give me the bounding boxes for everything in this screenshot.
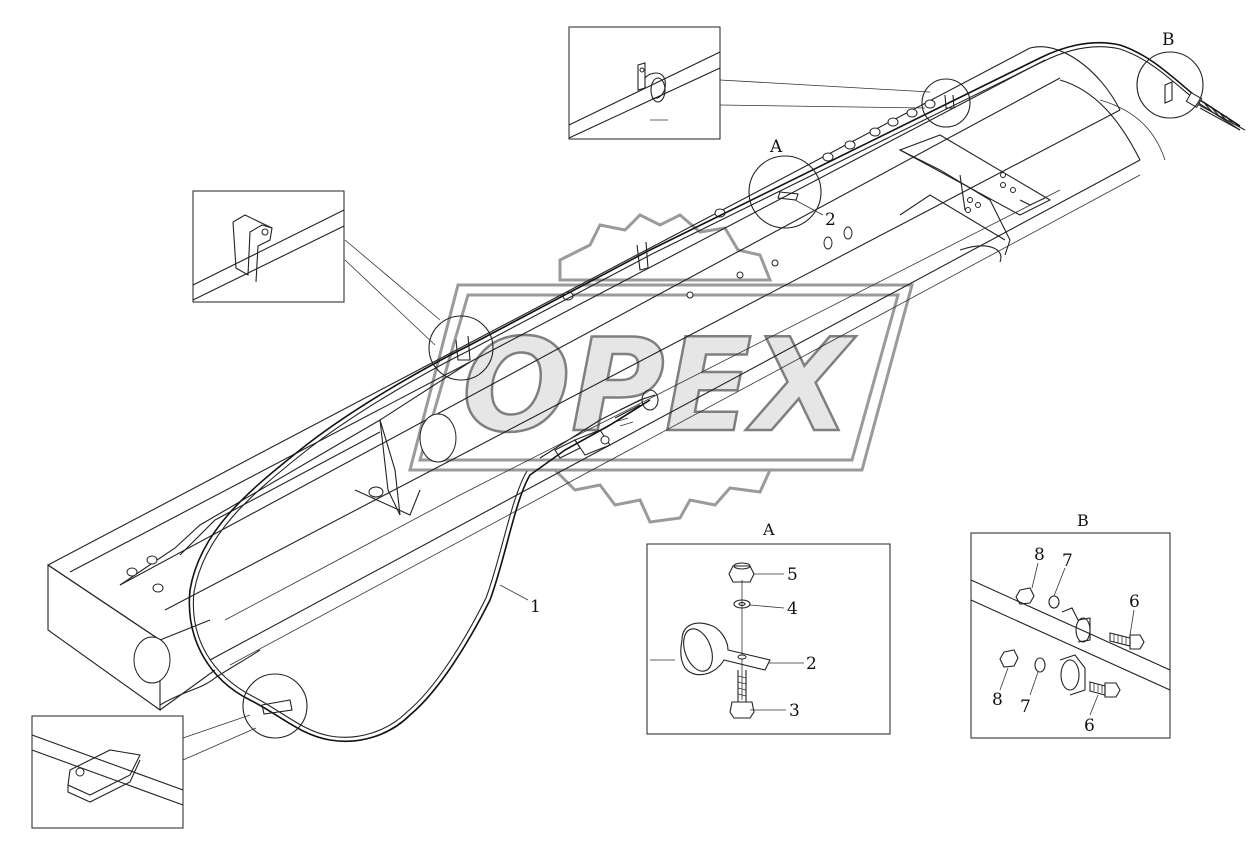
watermark-frame <box>408 283 914 472</box>
detail-b-label-7-lower: 7 <box>1020 697 1031 717</box>
watermark-frame-inner <box>418 293 900 462</box>
detail-a-label-5: 5 <box>787 565 798 585</box>
detail-b: B 8 7 6 8 7 6 <box>970 511 1171 739</box>
detail-b-label-6-upper: 6 <box>1129 592 1140 612</box>
zoom-box-bottom <box>31 715 184 829</box>
callout-circle-bottom <box>242 673 308 739</box>
detail-a-label-3: 3 <box>789 701 800 721</box>
zoom-box-left <box>192 190 345 303</box>
detail-b-label-8-lower: 8 <box>992 690 1003 710</box>
gear-icon <box>551 213 773 524</box>
opex-watermark: OPEX <box>408 213 914 524</box>
detail-a-label-4: 4 <box>787 599 798 619</box>
zoom-box-top <box>568 26 721 140</box>
callout-circle-top <box>921 78 971 128</box>
callout-circle-b <box>1136 51 1204 119</box>
frame-clamps <box>261 81 1173 715</box>
detail-b-label-6-lower: 6 <box>1084 716 1095 736</box>
detail-a-label-2: 2 <box>806 654 817 674</box>
callout-circle-a <box>748 155 822 229</box>
watermark-text: OPEX <box>462 312 856 461</box>
callout-label-b: B <box>1162 30 1175 50</box>
detail-b-title: B <box>1077 511 1089 530</box>
frame-rail <box>47 46 1166 712</box>
label-cable-1: 1 <box>530 597 541 617</box>
callout-circle-left <box>428 315 494 381</box>
detail-a-title: A <box>762 520 775 539</box>
detail-b-label-8-upper: 8 <box>1034 545 1045 565</box>
detail-b-label-7-upper: 7 <box>1062 551 1073 571</box>
detail-a: A 5 4 2 3 <box>646 520 891 735</box>
cable-assembly <box>188 41 1246 743</box>
callout-label-a: A <box>769 137 783 157</box>
label-clamp-2: 2 <box>825 210 836 230</box>
